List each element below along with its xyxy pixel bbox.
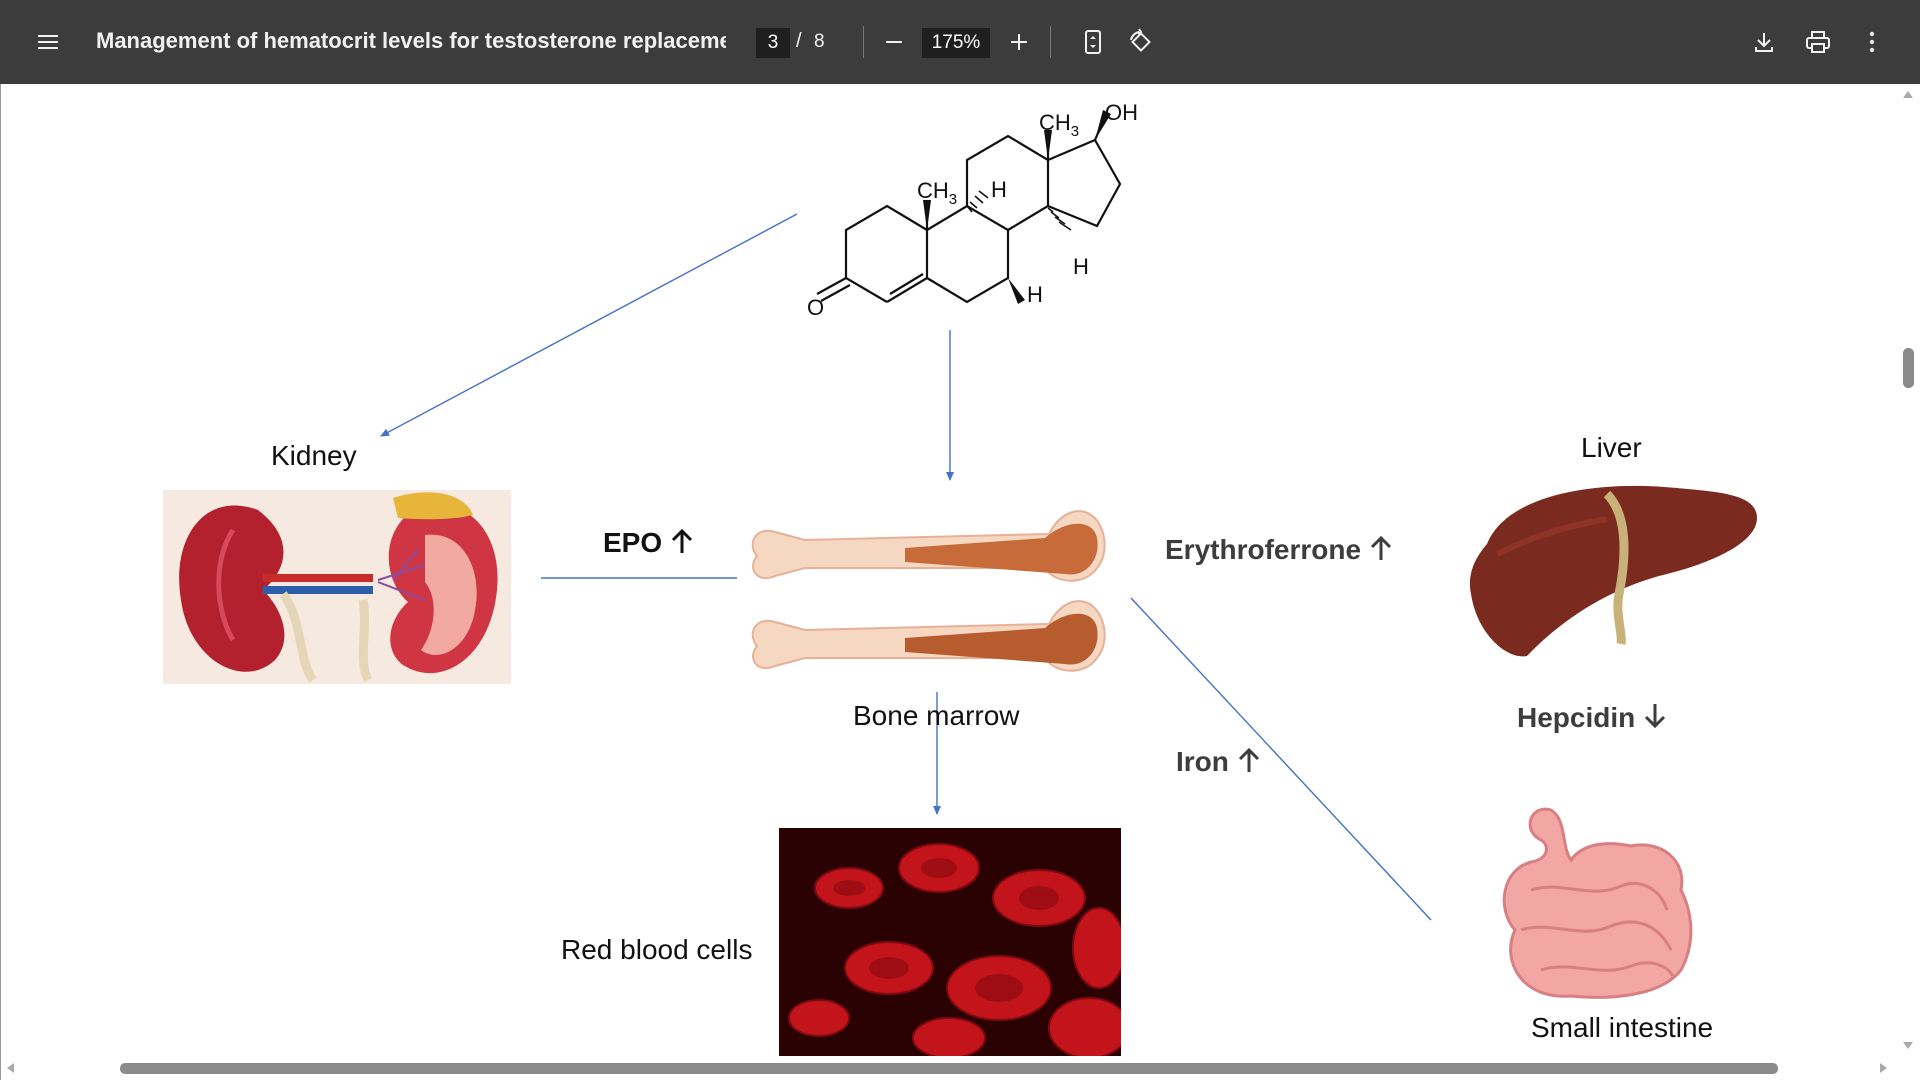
liver-illustration (1469, 485, 1757, 657)
scroll-up-icon (1903, 91, 1913, 98)
zoom-input[interactable]: 175% (922, 28, 990, 58)
toolbar-divider (1050, 26, 1051, 58)
more-icon[interactable] (1852, 22, 1892, 62)
erythroferrone-label: Erythroferrone (1165, 534, 1393, 566)
testosterone-molecule: O CH3 CH3 OH H H H (807, 100, 1138, 320)
hydrogen-label: H (1073, 254, 1089, 279)
bone-marrow-to-intestine-line (1130, 597, 1432, 921)
bone-lower (751, 600, 1106, 672)
testosterone-to-kidney-arrow (380, 213, 798, 437)
horizontal-scrollbar-thumb (120, 1063, 1778, 1074)
hydroxyl-label: OH (1105, 100, 1138, 125)
arrow-up-icon (671, 528, 692, 553)
menu-icon[interactable] (28, 22, 68, 62)
diagram-connectors (380, 213, 1432, 921)
page-separator: / (796, 30, 802, 52)
fit-page-icon[interactable] (1073, 22, 1113, 62)
download-icon[interactable] (1744, 22, 1784, 62)
iron-label: Iron (1176, 746, 1261, 778)
bone-upper (751, 510, 1106, 582)
zoom-out-icon[interactable] (874, 22, 914, 62)
arrow-up-icon (1370, 535, 1391, 560)
scroll-right-icon (1880, 1063, 1887, 1073)
vertical-scrollbar-graphic (1903, 91, 1914, 1049)
small-intestine-label: Small intestine (1531, 1012, 1714, 1043)
hepcidin-label: Hepcidin (1517, 702, 1667, 734)
red-blood-cells-illustration (779, 828, 1121, 1056)
kidney-illustration (163, 490, 511, 684)
scroll-left-icon (7, 1063, 14, 1073)
ketone-oxygen-label: O (807, 295, 824, 320)
pdf-toolbar: Management of hematocrit levels for test… (0, 0, 1920, 84)
horizontal-scrollbar-graphic (7, 1063, 1887, 1074)
epo-label: EPO (603, 527, 694, 559)
bone-marrow-illustration (751, 510, 1106, 672)
vertical-scrollbar[interactable] (1896, 84, 1920, 1060)
bone-marrow-label: Bone marrow (853, 700, 1020, 731)
molecule-wedge-bond (923, 200, 931, 230)
pdf-page: O CH3 CH3 OH H H H Kidney EPO (0, 84, 1920, 1080)
page-total: 8 (814, 31, 825, 52)
print-icon[interactable] (1798, 22, 1838, 62)
arrow-up-icon (1238, 747, 1259, 772)
vertical-scrollbar-thumb (1903, 348, 1914, 388)
methyl-label: CH3 (1039, 110, 1079, 140)
kidney-label: Kidney (271, 440, 357, 471)
document-title: Management of hematocrit levels for test… (96, 28, 726, 53)
zoom-in-icon[interactable] (999, 22, 1039, 62)
hydrogen-label: H (1027, 282, 1043, 307)
molecule-wedge-bond (1095, 110, 1111, 140)
molecule-wedge-bond (1044, 130, 1052, 160)
page-number-input[interactable]: 3 (756, 28, 790, 58)
rotate-icon[interactable] (1121, 22, 1161, 62)
arrow-down-icon (1644, 704, 1666, 729)
hydrogen-label: H (991, 177, 1007, 202)
molecule-wedge-bond (1008, 278, 1025, 304)
small-intestine-illustration (1502, 807, 1693, 999)
red-blood-cells-label: Red blood cells (561, 934, 753, 965)
toolbar-divider (863, 26, 864, 58)
scroll-down-icon (1903, 1042, 1913, 1049)
horizontal-scrollbar[interactable] (0, 1056, 1896, 1080)
methyl-label: CH3 (917, 178, 957, 208)
liver-label: Liver (1581, 432, 1642, 463)
